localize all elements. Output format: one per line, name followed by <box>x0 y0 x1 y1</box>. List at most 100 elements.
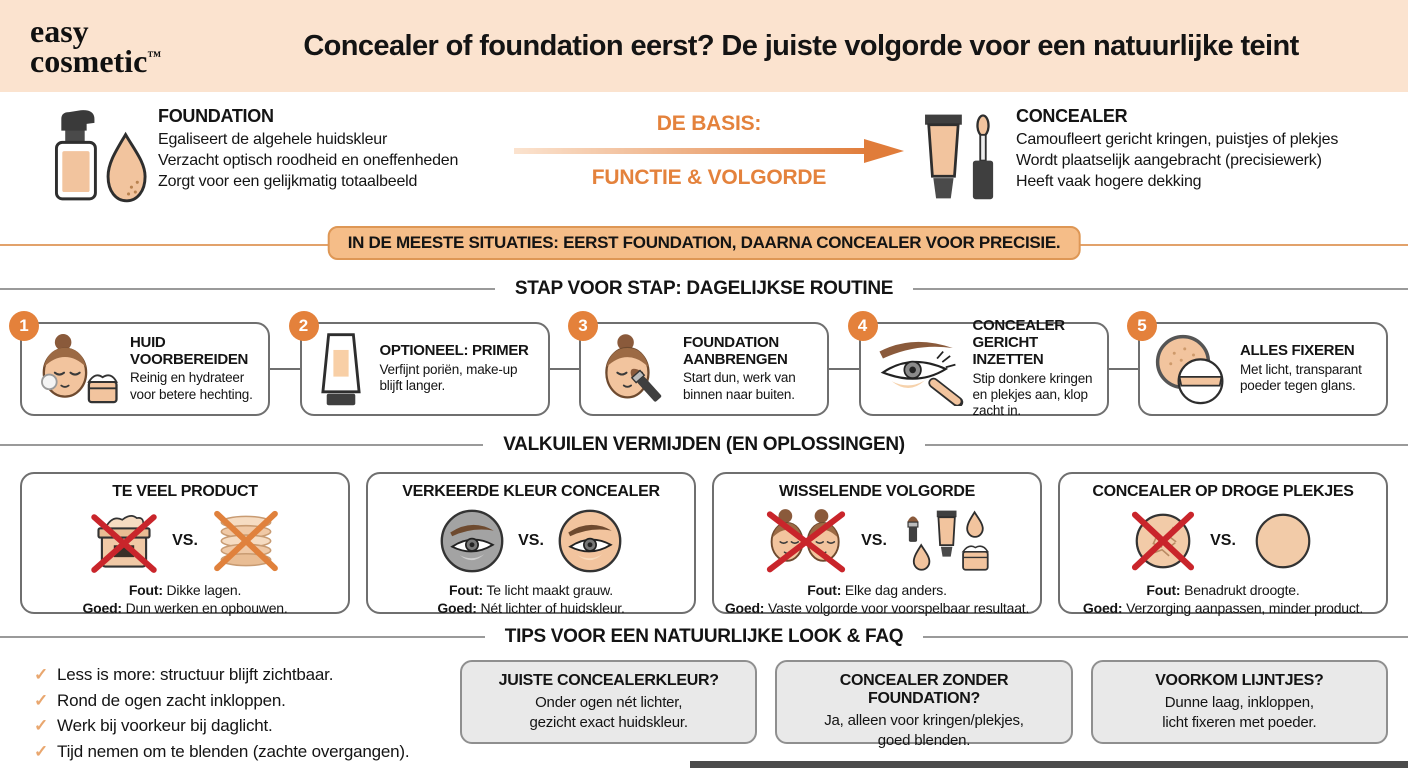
step-card-1: 1 HUID VOORBEREIDEN Reinig en hydrateer … <box>9 311 270 416</box>
step-connector <box>829 368 859 370</box>
step-desc: Met licht, transparant poeder tegen glan… <box>1240 361 1362 394</box>
step-desc: Reinig en hydrateer voor betere hechting… <box>130 370 253 402</box>
divider <box>0 636 485 638</box>
concealer-line: Heeft vaak hogere dekking <box>1016 173 1202 191</box>
step-title: FOUNDATION AANBRENGEN <box>683 333 788 368</box>
step-number-badge: 1 <box>9 311 39 341</box>
goed-label: Goed: <box>724 600 765 617</box>
basis-section: FOUNDATION Egaliseert de algehele huidsk… <box>0 92 1408 224</box>
checklist-text: Rond de ogen zacht inkloppen. <box>57 690 286 710</box>
step-text: FOUNDATION AANBRENGEN Start dun, werk va… <box>683 333 819 404</box>
pitfalls-section: TE VEEL PRODUCT VS. <box>0 466 1408 617</box>
pitfall-fout: Fout: Dikke lagen. <box>28 581 342 599</box>
step-number-badge: 4 <box>847 311 878 341</box>
step-title: OPTIONEEL: PRIMER <box>379 342 529 360</box>
faq-question: JUISTE CONCEALERKLEUR? <box>498 672 719 689</box>
vs-label: VS. <box>518 532 544 549</box>
fout-text: Te licht maakt grauw. <box>486 582 613 598</box>
routine-heading-row: STAP VOOR STAP: DAGELIJKSE ROUTINE <box>0 278 1408 300</box>
checklist-text: Werk bij voorkeur bij daglicht. <box>57 716 273 735</box>
bottom-scroll-bar <box>690 761 1408 768</box>
pitfall-fout: Fout: Te licht maakt grauw. <box>374 581 688 599</box>
fout-label: Fout: <box>807 582 842 598</box>
step-card-3: 3 FOUNDATION AANBRENGEN Start dun, werk … <box>568 311 829 416</box>
foundation-block: FOUNDATION Egaliseert de algehele huidsk… <box>36 106 504 206</box>
apply-foundation-icon <box>605 334 662 402</box>
step-text: ALLES FIXEREN Met licht, transparant poe… <box>1240 342 1378 395</box>
vs-label: VS. <box>1210 532 1236 549</box>
concealer-line: Camoufleert gericht kringen, puistjes of… <box>1016 131 1339 148</box>
product-set-icon <box>907 510 989 571</box>
goed-text: Nét lichter of huidskleur. <box>480 600 625 617</box>
concealer-line: Wordt plaatselijk aangebracht (precisiew… <box>1016 152 1322 170</box>
dry-skin-crossed-icon <box>1132 511 1195 571</box>
checklist-item: ✓Rond de ogen zacht inkloppen. <box>34 688 442 714</box>
thick-layers-crossed-icon <box>214 510 278 572</box>
step-title: HUID VOORBEREIDEN <box>130 333 249 368</box>
checklist-text: Tijd nemen om te blenden (zachte overgan… <box>57 741 410 761</box>
basis-center-line1: DE BASIS: <box>656 112 762 135</box>
step-text: OPTIONEEL: PRIMER Verfijnt poriën, make-… <box>379 342 540 395</box>
pitfall-goed: Goed: Verzorging aanpassen, minder produ… <box>1066 599 1380 617</box>
smooth-skin-icon <box>1255 513 1311 569</box>
divider <box>924 444 1408 446</box>
pitfall-title: CONCEALER OP DROGE PLEKJES <box>1092 483 1354 500</box>
pitfall-card-4: CONCEALER OP DROGE PLEKJES VS. Fout: Ben… <box>1058 472 1388 617</box>
checklist-item: ✓Less is more: structuur blijft zichtbaa… <box>34 662 442 688</box>
step-card-2: 2 OPTIONEEL: PRIMER Verfijnt poriën, mak… <box>288 311 550 416</box>
step-title: ALLES FIXEREN <box>1240 342 1355 360</box>
tips-section: ✓Less is more: structuur blijft zichtbaa… <box>0 658 1408 764</box>
logo-line1: easy <box>30 12 89 49</box>
fout-label: Fout: <box>128 582 163 598</box>
pitfalls-heading-row: VALKUILEN VERMIJDEN (EN OPLOSSINGEN) <box>0 434 1408 456</box>
foundation-text: FOUNDATION Egaliseert de algehele huidsk… <box>158 106 458 192</box>
vs-label: VS. <box>861 532 887 549</box>
foundation-bottle-sponge-icon <box>54 110 147 203</box>
pitfall-icons: VS. <box>720 503 1034 579</box>
step-card-5: 5 ALLES FIXEREN Met licht, transparant p… <box>1127 311 1388 416</box>
logo-line2: cosmetic <box>30 43 148 79</box>
fout-label: Fout: <box>449 582 483 598</box>
foundation-line: Zorgt voor een gelijkmatig totaalbeeld <box>158 173 418 191</box>
checklist-item: ✓ Tijd nemen om te blenden (zachte overga… <box>34 739 442 765</box>
pitfall-title: VERKEERDE KLEUR CONCEALER <box>402 483 660 500</box>
concealer-tube-wand-icon <box>925 114 994 200</box>
faq-box-1: JUISTE CONCEALERKLEUR? Onder ogen nét li… <box>460 660 758 744</box>
pitfall-title: TE VEEL PRODUCT <box>112 483 258 500</box>
banner-row: IN DE MEESTE SITUATIES: EERST FOUNDATION… <box>0 226 1408 266</box>
powder-puff-icon <box>1155 334 1224 405</box>
flow-arrow-icon <box>514 139 904 163</box>
goed-text: Dun werken en opbouwen. <box>125 600 288 617</box>
pitfall-card-3: WISSELENDE VOLGORDE <box>712 472 1042 617</box>
check-icon: ✓ <box>34 665 49 684</box>
tips-checklist: ✓Less is more: structuur blijft zichtbaa… <box>34 660 442 764</box>
key-message-banner: IN DE MEESTE SITUATIES: EERST FOUNDATION… <box>327 226 1081 260</box>
concealer-title: CONCEALER <box>1016 106 1128 126</box>
step-connector <box>1108 368 1138 370</box>
goed-label: Goed: <box>82 600 122 617</box>
two-faces-crossed-icon <box>766 509 846 573</box>
cleanse-face-icon <box>41 334 119 404</box>
pitfall-card-2: VERKEERDE KLEUR CONCEALER VS. <box>366 472 696 617</box>
page-title: Concealer of foundation eerst? De juiste… <box>303 29 1299 62</box>
step-connector <box>270 368 300 370</box>
skin-eye-face-icon <box>558 509 622 573</box>
faq-question: VOORKOM LIJNTJES? <box>1155 672 1324 689</box>
grey-eye-face-icon <box>440 509 504 573</box>
pitfall-goed: Goed: Vaste volgorde voor voorspelbaar r… <box>720 599 1034 617</box>
step-text: CONCEALER GERICHT INZETTEN Stip donkere … <box>972 317 1099 420</box>
tips-heading: TIPS VOOR EEN NATUURLIJKE LOOK & FAQ <box>504 626 904 647</box>
vs-label: VS. <box>172 532 198 549</box>
pitfall-title: WISSELENDE VOLGORDE <box>778 483 976 500</box>
pitfall-card-1: TE VEEL PRODUCT VS. <box>20 472 350 617</box>
step-desc: Stip donkere kringen en plekjes aan, klo… <box>972 370 1093 419</box>
concealer-text: CONCEALER Camoufleert gericht kringen, p… <box>1016 106 1338 192</box>
check-icon: ✓ <box>34 741 49 761</box>
step-number-badge: 2 <box>288 311 319 341</box>
step-connector <box>549 368 579 370</box>
fout-label: Fout: <box>1146 582 1181 598</box>
goed-text: Vaste volgorde voor voorspelbaar resulta… <box>767 600 1030 617</box>
foundation-line: Egaliseert de algehele huidskleur <box>158 131 388 148</box>
goed-label: Goed: <box>1082 600 1123 617</box>
